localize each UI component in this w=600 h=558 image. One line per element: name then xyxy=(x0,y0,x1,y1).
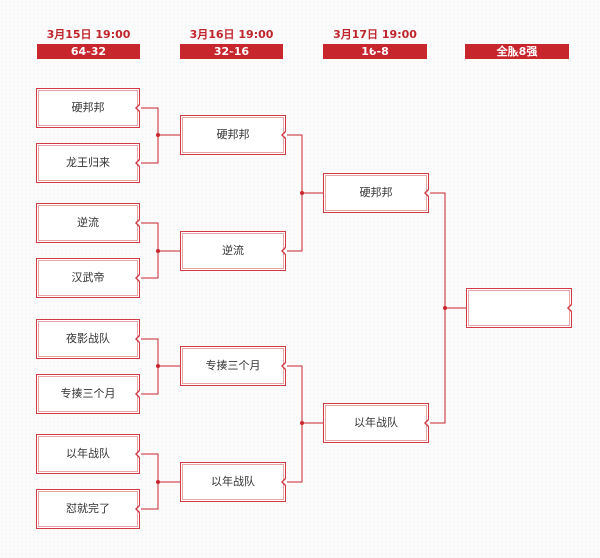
stage-header-1: 3月15日 19:00 64-32 xyxy=(37,28,140,59)
notch-icon xyxy=(281,361,287,371)
team-name: 以年战队 xyxy=(66,447,110,460)
stage-date: 3月15日 19:00 xyxy=(46,28,131,41)
team-name: 夜影战队 xyxy=(66,332,110,345)
notch-icon xyxy=(135,103,141,113)
notch-icon xyxy=(135,334,141,344)
notch-icon xyxy=(135,449,141,459)
notch-icon xyxy=(281,477,287,487)
team-slot-final[interactable] xyxy=(466,288,573,328)
stage-header-4: 全服8强 xyxy=(465,28,569,59)
team-slot-r2-3[interactable]: 专揍三个月 xyxy=(180,346,287,386)
team-slot-r2-2[interactable]: 逆流 xyxy=(180,231,287,271)
notch-icon xyxy=(281,130,287,140)
down-arrow-icon xyxy=(512,46,522,52)
stage-date: 3月17日 19:00 xyxy=(333,28,417,41)
notch-icon xyxy=(135,273,141,283)
team-name: 硬邦邦 xyxy=(216,128,250,141)
stage-header-2: 3月16日 19:00 32-16 xyxy=(180,28,283,59)
down-arrow-icon xyxy=(83,46,94,52)
team-name: 汉武帝 xyxy=(71,271,105,284)
notch-icon xyxy=(135,218,141,228)
down-arrow-icon xyxy=(370,46,380,52)
team-slot-r1-2[interactable]: 龙王归来 xyxy=(36,143,141,183)
notch-icon xyxy=(135,158,141,168)
team-slot-r3-2[interactable]: 以年战队 xyxy=(323,403,430,443)
down-arrow-icon xyxy=(226,46,237,52)
team-name: 专揍三个月 xyxy=(60,387,116,400)
team-slot-r1-6[interactable]: 专揍三个月 xyxy=(36,374,141,414)
team-name: 怼就完了 xyxy=(66,502,110,515)
team-name: 硬邦邦 xyxy=(359,186,393,199)
team-name: 专揍三个月 xyxy=(205,359,261,372)
team-name: 以年战队 xyxy=(354,416,398,429)
team-slot-r1-4[interactable]: 汉武帝 xyxy=(36,258,141,298)
team-name: 龙王归来 xyxy=(66,156,110,169)
team-slot-r1-5[interactable]: 夜影战队 xyxy=(36,319,141,359)
notch-icon xyxy=(135,389,141,399)
team-slot-r1-7[interactable]: 以年战队 xyxy=(36,434,141,474)
stage-date: 3月16日 19:00 xyxy=(189,28,274,41)
team-name: 逆流 xyxy=(77,216,99,229)
team-slot-r1-8[interactable]: 怼就完了 xyxy=(36,489,141,529)
team-name: 硬邦邦 xyxy=(71,101,105,114)
team-slot-r1-1[interactable]: 硬邦邦 xyxy=(36,88,141,128)
team-slot-r1-3[interactable]: 逆流 xyxy=(36,203,141,243)
notch-icon xyxy=(424,188,430,198)
notch-icon xyxy=(567,303,573,313)
team-slot-r2-4[interactable]: 以年战队 xyxy=(180,462,287,502)
notch-icon xyxy=(281,246,287,256)
team-name: 以年战队 xyxy=(211,475,255,488)
team-slot-r2-1[interactable]: 硬邦邦 xyxy=(180,115,287,155)
team-slot-r3-1[interactable]: 硬邦邦 xyxy=(323,173,430,213)
notch-icon xyxy=(424,418,430,428)
stage-header-3: 3月17日 19:00 16-8 xyxy=(323,28,427,59)
notch-icon xyxy=(135,504,141,514)
team-name: 逆流 xyxy=(222,244,244,257)
